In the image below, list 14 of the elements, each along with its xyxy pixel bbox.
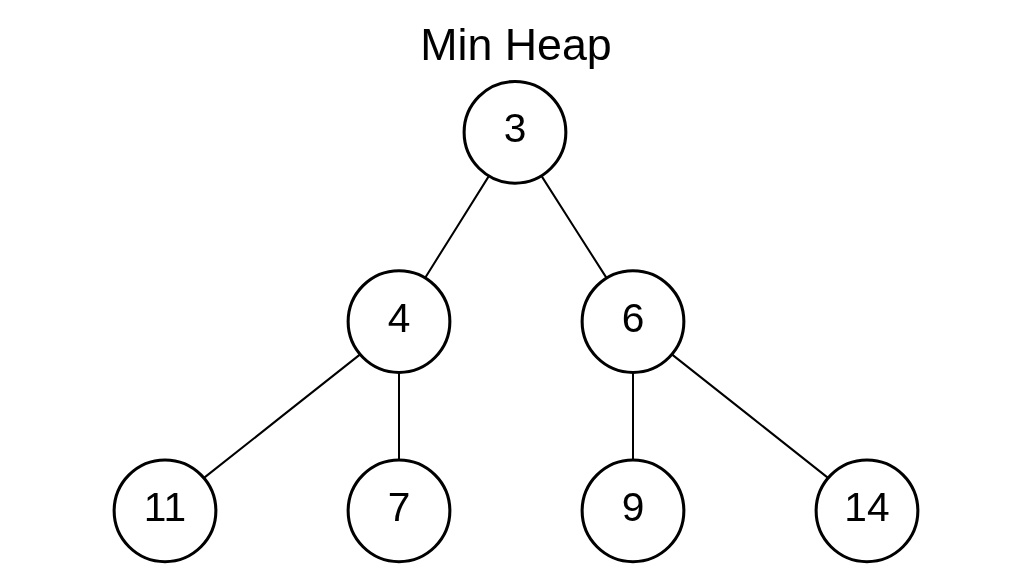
node-circle: 3 <box>462 79 568 185</box>
node-circle: 11 <box>112 458 218 564</box>
connector <box>424 175 490 279</box>
node-circle: 14 <box>814 458 920 564</box>
node-circle: 7 <box>346 458 452 564</box>
connector <box>671 353 829 479</box>
node-circle: 4 <box>346 269 452 374</box>
connector <box>398 373 400 460</box>
connector <box>632 373 634 460</box>
node-circle: 6 <box>580 269 686 374</box>
connector <box>203 353 361 479</box>
connector <box>540 175 608 279</box>
diagram-title: Min Heap <box>420 19 612 70</box>
node-circle: 9 <box>580 458 686 564</box>
